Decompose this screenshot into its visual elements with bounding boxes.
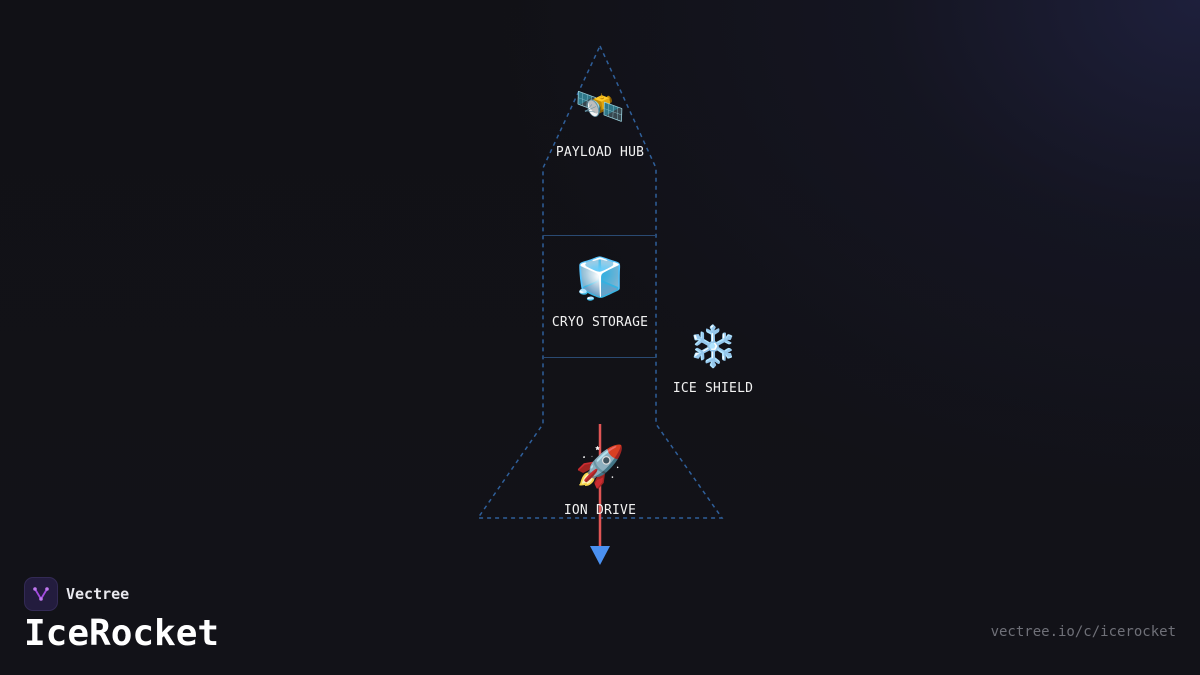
node-ice-shield[interactable]: ❄️ ICE SHIELD bbox=[673, 323, 753, 396]
snowflake-icon: ❄️ bbox=[688, 323, 738, 370]
page-title: IceRocket bbox=[24, 613, 220, 654]
node-label: ICE SHIELD bbox=[673, 381, 753, 396]
node-payload-hub[interactable]: 🛰️ PAYLOAD HUB bbox=[556, 84, 644, 160]
node-label: CRYO STORAGE bbox=[552, 315, 648, 330]
satellite-icon: 🛰️ bbox=[575, 84, 625, 130]
ice-cube-icon: 🧊 bbox=[575, 255, 625, 302]
brand: Vectree bbox=[24, 577, 129, 611]
node-cryo-storage[interactable]: 🧊 CRYO STORAGE bbox=[552, 255, 648, 330]
node-ion-drive[interactable]: 🚀 ION DRIVE bbox=[564, 443, 636, 518]
vectree-logo-icon bbox=[24, 577, 58, 611]
brand-name: Vectree bbox=[66, 585, 130, 603]
node-label: ION DRIVE bbox=[564, 503, 636, 518]
thrust-arrow bbox=[590, 546, 610, 565]
source-url[interactable]: vectree.io/c/icerocket bbox=[990, 624, 1176, 640]
rocket-icon: 🚀 bbox=[575, 443, 625, 490]
node-label: PAYLOAD HUB bbox=[556, 145, 644, 160]
